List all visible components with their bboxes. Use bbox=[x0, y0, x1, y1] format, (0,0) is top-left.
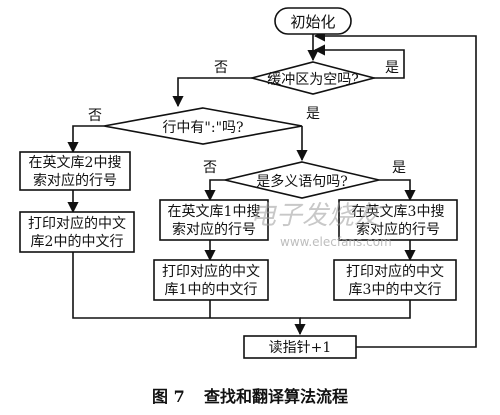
colon-no-label: 否 bbox=[88, 108, 102, 124]
process-read-pointer: 读指针+1 bbox=[243, 335, 357, 359]
polysemy-yes-label: 是 bbox=[392, 160, 406, 176]
decision-polysemy: 是多义语句吗? bbox=[224, 161, 380, 199]
process-search-lib2: 在英文库2中搜 索对应的行号 bbox=[19, 151, 131, 191]
figure-number: 图 7 bbox=[152, 387, 185, 406]
decision-buffer-label: 缓冲区为空吗? bbox=[267, 72, 359, 88]
arrow-read-pointer-loop bbox=[313, 30, 477, 348]
search-lib3-line2: 索对应的行号 bbox=[356, 221, 440, 238]
start-label: 初始化 bbox=[290, 13, 335, 31]
arrow-buffer-no bbox=[172, 77, 252, 108]
decision-polysemy-label: 是多义语句吗? bbox=[256, 173, 348, 190]
search-lib1-line1: 在英文库1中搜 bbox=[168, 203, 261, 220]
figure-title: 查找和翻译算法流程 bbox=[204, 387, 348, 406]
line-lib3-to-join bbox=[300, 300, 411, 319]
search-lib3-line1: 在英文库3中搜 bbox=[352, 203, 445, 220]
arrow-colon-no bbox=[67, 125, 104, 154]
print-lib2-line1: 打印对应的中文 bbox=[28, 215, 126, 232]
search-lib2-line2: 索对应的行号 bbox=[33, 172, 117, 189]
read-pointer-label: 读指针+1 bbox=[269, 339, 332, 356]
decision-has-colon: 行中有":"吗? bbox=[103, 107, 303, 145]
watermark-text: 电子发烧友 bbox=[250, 201, 383, 231]
process-print-lib2: 打印对应的中文 库2中的中文行 bbox=[19, 211, 135, 253]
print-lib1-line1: 打印对应的中文 bbox=[162, 263, 260, 280]
print-lib3-line2: 库3中的中文行 bbox=[349, 282, 442, 298]
print-lib1-line2: 库1中的中文行 bbox=[165, 282, 258, 298]
print-lib3-line1: 打印对应的中文 bbox=[346, 263, 444, 280]
arrow-polysemy-no bbox=[204, 179, 225, 202]
process-search-lib3: 在英文库3中搜 索对应的行号 bbox=[338, 199, 458, 241]
watermark-url: www.elecfans.com bbox=[280, 235, 392, 249]
polysemy-no-label: 否 bbox=[203, 160, 217, 176]
arrow-lib2-to-read bbox=[72, 252, 306, 336]
arrow-buffer-yes-loop bbox=[313, 44, 405, 79]
search-lib2-line1: 在英文库2中搜 bbox=[29, 154, 122, 171]
search-lib1-line2: 索对应的行号 bbox=[172, 221, 256, 238]
buffer-no-label: 否 bbox=[214, 60, 228, 76]
arrow-polysemy-yes bbox=[379, 179, 416, 202]
process-search-lib1: 在英文库1中搜 索对应的行号 bbox=[159, 199, 269, 241]
start-node: 初始化 bbox=[274, 7, 352, 35]
colon-yes-label: 是 bbox=[306, 106, 320, 122]
decision-colon-label: 行中有":"吗? bbox=[162, 120, 243, 136]
decision-buffer-empty: 缓冲区为空吗? bbox=[248, 61, 378, 95]
buffer-yes-label: 是 bbox=[385, 60, 399, 76]
process-print-lib1: 打印对应的中文 库1中的中文行 bbox=[153, 259, 269, 301]
process-print-lib3: 打印对应的中文 库3中的中文行 bbox=[333, 259, 457, 301]
print-lib2-line2: 库2中的中文行 bbox=[31, 234, 124, 250]
